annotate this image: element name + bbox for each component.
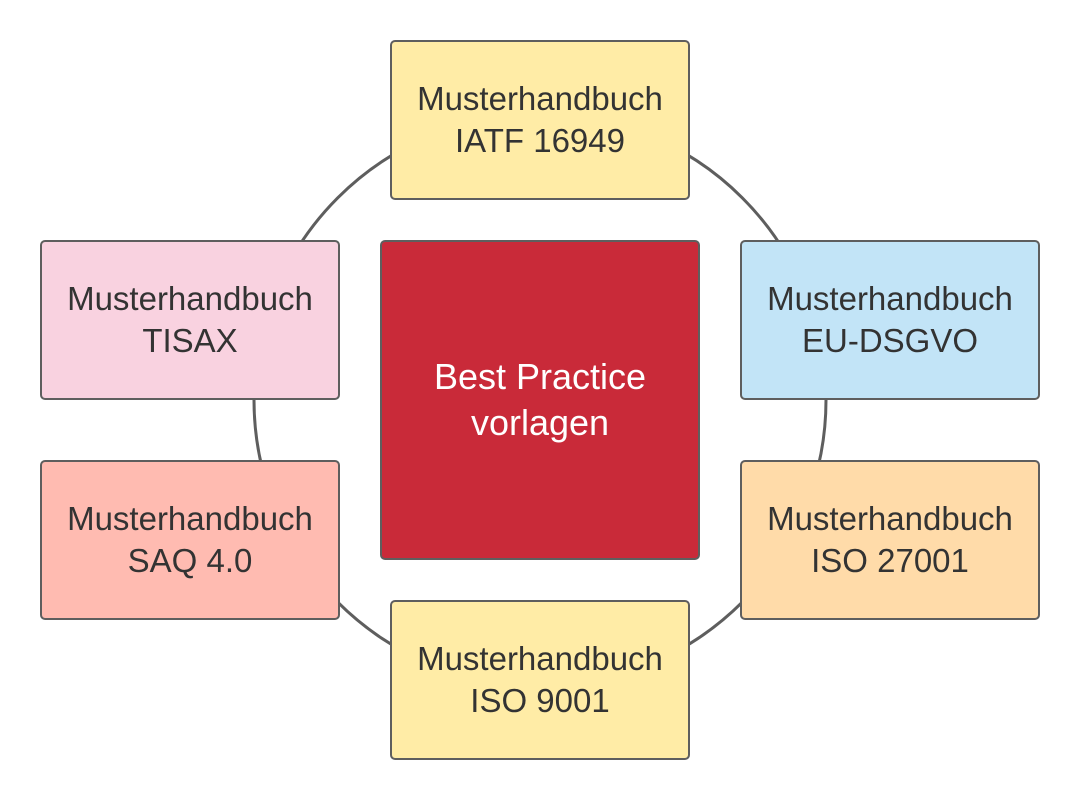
node-iso-27001: Musterhandbuch ISO 27001 bbox=[740, 460, 1040, 620]
node-line2: EU-DSGVO bbox=[801, 322, 979, 359]
node-iso-9001: Musterhandbuch ISO 9001 bbox=[390, 600, 690, 760]
node-line1: Musterhandbuch bbox=[67, 500, 313, 537]
node-line1: Musterhandbuch bbox=[417, 80, 663, 117]
center-line2: vorlagen bbox=[470, 402, 610, 443]
node-line1: Musterhandbuch bbox=[67, 280, 313, 317]
node-iatf-16949: Musterhandbuch IATF 16949 bbox=[390, 40, 690, 200]
center-node-best-practice: Best Practice vorlagen bbox=[380, 240, 700, 560]
node-line2: IATF 16949 bbox=[455, 122, 625, 159]
node-eu-dsgvo: Musterhandbuch EU-DSGVO bbox=[740, 240, 1040, 400]
node-line2: ISO 9001 bbox=[470, 682, 610, 719]
node-line2: ISO 27001 bbox=[811, 542, 969, 579]
node-line1: Musterhandbuch bbox=[417, 640, 663, 677]
node-tisax: Musterhandbuch TISAX bbox=[40, 240, 340, 400]
node-line2: SAQ 4.0 bbox=[127, 542, 253, 579]
node-line1: Musterhandbuch bbox=[767, 500, 1013, 537]
center-line1: Best Practice bbox=[433, 356, 647, 397]
node-line2: TISAX bbox=[142, 322, 238, 359]
node-saq-4: Musterhandbuch SAQ 4.0 bbox=[40, 460, 340, 620]
node-line1: Musterhandbuch bbox=[767, 280, 1013, 317]
